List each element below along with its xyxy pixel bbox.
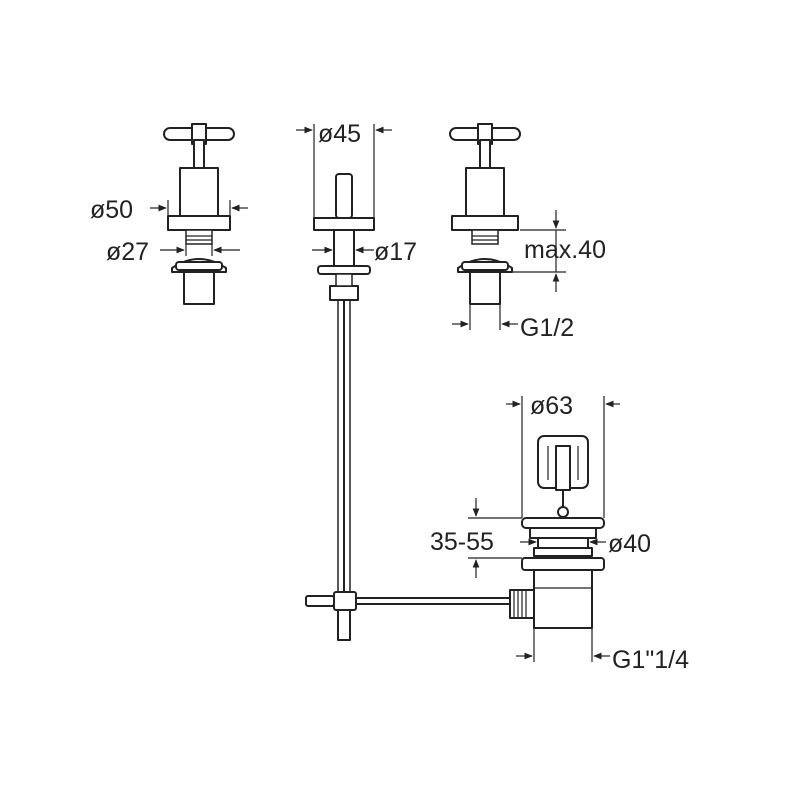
label-d50: ø50 — [90, 196, 133, 224]
dimension-d17: ø17 — [312, 238, 417, 266]
dimension-d40: ø40 — [520, 530, 651, 558]
dimension-g114: G1"1/4 — [516, 628, 689, 674]
dimension-max40: max.40 — [510, 210, 606, 292]
label-d27: ø27 — [106, 238, 149, 266]
label-d63: ø63 — [530, 392, 573, 420]
center-spout-assembly — [313, 173, 375, 641]
label-d17: ø17 — [374, 238, 417, 266]
dimension-d50: ø50 — [90, 196, 248, 224]
pop-up-waste — [509, 435, 605, 629]
left-tap-valve — [163, 123, 235, 305]
dimension-g12: G1/2 — [452, 304, 574, 342]
dimension-d27: ø27 — [106, 238, 240, 266]
label-g12: G1/2 — [520, 314, 574, 342]
label-35-55: 35-55 — [430, 528, 494, 556]
dimension-d45: ø45 — [296, 120, 392, 218]
dimension-35-55: 35-55 — [430, 498, 522, 578]
label-d40: ø40 — [608, 530, 651, 558]
linkage-rod — [305, 591, 511, 611]
label-d45: ø45 — [318, 120, 361, 148]
label-max40: max.40 — [524, 236, 606, 264]
label-g114: G1"1/4 — [612, 646, 689, 674]
right-tap-valve — [449, 123, 521, 305]
dimension-d63: ø63 — [506, 392, 620, 518]
